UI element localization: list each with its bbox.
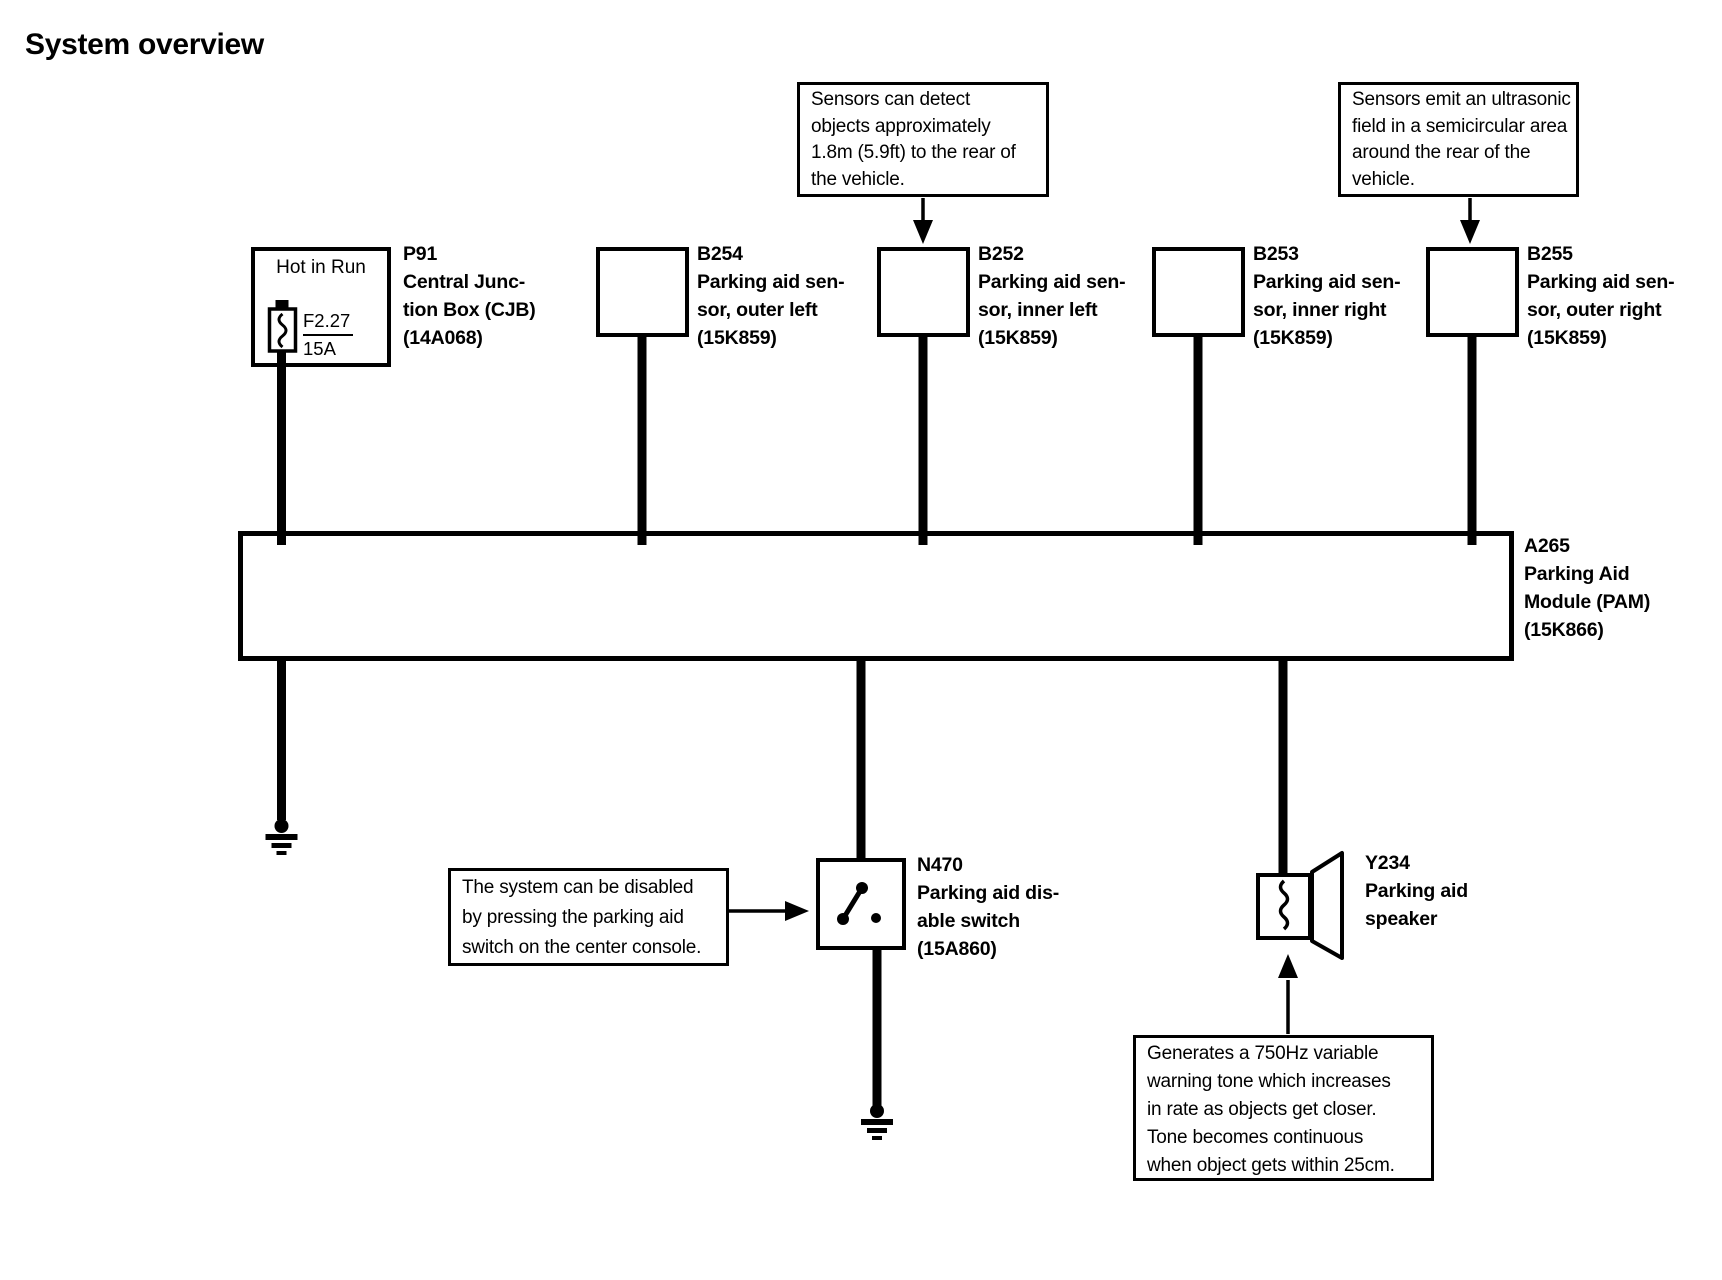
component-part: (15K859) [697,327,777,349]
power-rail-label: Hot in Run [276,257,366,278]
callout-line: Generates a 750Hz variable [1147,1043,1379,1064]
callout-line: around the rear of the [1352,142,1531,163]
label-speaker: Y234 Parking aid speaker [1365,849,1468,933]
callout-warning-tone: Generates a 750Hz variable warning tone … [1133,1035,1434,1181]
label-cjb: P91 Central Junc- tion Box (CJB) (14A068… [403,240,536,352]
component-desc: Parking aid sen- [1527,271,1675,293]
callout-detect-range: Sensors can detect objects approximately… [797,82,1049,197]
ground-symbol-switch [861,1104,893,1140]
component-desc: Parking aid sen- [1253,271,1401,293]
callout-line: when object gets within 25cm. [1147,1155,1395,1176]
component-desc: Central Junc- [403,271,526,293]
label-disable-switch: N470 Parking aid dis- able switch (15A86… [917,851,1059,963]
component-part: (15K859) [978,327,1058,349]
disable-switch-box [816,858,906,950]
component-id: B252 [978,243,1024,265]
callout-line: Tone becomes continuous [1147,1127,1364,1148]
component-desc: Parking aid [1365,880,1468,902]
component-desc: sor, inner right [1253,299,1387,321]
component-id: A265 [1524,535,1570,557]
label-sensor-inner-left: B252 Parking aid sen- sor, inner left (1… [978,240,1126,352]
callout-line: by pressing the parking aid [462,907,684,928]
callout-line: warning tone which increases [1147,1071,1391,1092]
component-desc: Module (PAM) [1524,591,1651,613]
component-id: B255 [1527,243,1573,265]
ground-symbol-left [265,819,298,855]
component-desc: speaker [1365,908,1438,930]
label-sensor-inner-right: B253 Parking aid sen- sor, inner right (… [1253,240,1401,352]
arrow-info-to-switch [729,901,809,921]
component-desc: Parking aid sen- [978,271,1126,293]
component-desc: Parking aid sen- [697,271,845,293]
speaker-horn-icon [1310,851,1344,960]
component-part: (15K866) [1524,619,1604,641]
speaker-box [1256,873,1312,940]
component-desc: sor, inner left [978,299,1098,321]
component-part: (15K859) [1253,327,1333,349]
component-id: B253 [1253,243,1299,265]
component-desc: Parking aid dis- [917,882,1060,904]
wires [277,333,1477,1106]
pam-box [238,531,1514,661]
component-desc: Parking Aid [1524,563,1630,585]
page-title: System overview [25,28,264,61]
component-desc: sor, outer right [1527,299,1662,321]
cjb-box [251,247,391,367]
callout-line: field in a semicircular area [1352,115,1568,137]
component-id: P91 [403,243,438,265]
component-id: Y234 [1365,852,1410,874]
callout-line: in rate as objects get closer. [1147,1099,1377,1120]
component-part: (15K859) [1527,327,1607,349]
sensor-box-b252 [877,247,970,337]
component-id: N470 [917,854,963,876]
component-desc: able switch [917,910,1020,932]
label-pam: A265 Parking Aid Module (PAM) (15K866) [1524,532,1650,644]
callout-line: switch on the center console. [462,937,702,958]
callout-ultrasonic-field: Sensors emit an ultrasonic field in a se… [1338,82,1579,197]
arrow-detect-to-b252 [913,198,933,244]
arrow-tone-to-speaker [1278,954,1298,1034]
callout-line: objects approximately [811,115,991,137]
callout-line: 1.8m (5.9ft) to the rear of [811,142,1016,163]
callout-line: The system can be disabled [462,877,694,898]
sensor-box-b255 [1426,247,1519,337]
callout-line: Sensors can detect [811,89,971,110]
label-sensor-outer-right: B255 Parking aid sen- sor, outer right (… [1527,240,1675,352]
component-id: B254 [697,243,743,265]
callout-line: Sensors emit an ultrasonic [1352,89,1571,110]
component-desc: tion Box (CJB) [403,299,536,321]
component-part: (14A068) [403,327,483,349]
component-desc: sor, outer left [697,299,818,321]
callout-line: the vehicle. [811,168,905,190]
fuse-name: F2.27 [303,310,354,336]
callout-line: vehicle. [1352,168,1415,190]
component-part: (15A860) [917,938,997,960]
fuse-rating: 15A [303,338,336,359]
fuse-label: F2.27 15A [303,310,354,360]
sensor-box-b254 [596,247,689,337]
callout-disable-info: The system can be disabled by pressing t… [448,868,729,966]
sensor-box-b253 [1152,247,1245,337]
label-sensor-outer-left: B254 Parking aid sen- sor, outer left (1… [697,240,845,352]
arrow-field-to-b255 [1460,198,1480,244]
